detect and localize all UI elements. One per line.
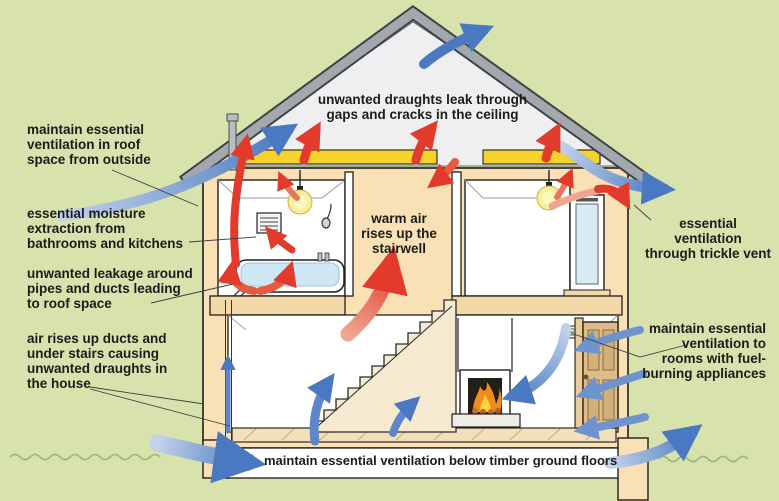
window: [563, 194, 611, 299]
blue-arrow-door-mid: [575, 370, 647, 400]
leader-pipes: [150, 283, 234, 304]
red-draught-arrows: [217, 120, 631, 342]
blue-arrow-floor-up-right: [389, 396, 421, 437]
roof: [178, 4, 652, 188]
blue-arrow-subfloor-in: [149, 431, 267, 484]
trickle-vent-icon: [576, 198, 598, 202]
blue-arrow-ridge-out: [419, 23, 495, 69]
label-roof-ventilation: maintain essential ventilation in roof s…: [27, 122, 151, 168]
leader-trickle: [633, 204, 652, 221]
leader-fuel: [570, 332, 687, 358]
label-trickle-vent: essential ventilation through trickle ve…: [645, 216, 772, 262]
blue-arrow-door-bottom: [573, 413, 649, 440]
red-arrow-to-grille: [265, 226, 296, 254]
bedroom: [464, 170, 571, 297]
red-arrow-duct-to-roof: [230, 133, 255, 268]
blue-arrow-to-fireplace: [501, 323, 571, 405]
red-arrow-bath-lamp: [277, 171, 300, 201]
fire-flames-icon: [472, 382, 502, 415]
label-warm-air-stairwell: warm air rises up the stairwell: [361, 211, 437, 257]
first-floor-slab: [209, 295, 623, 316]
blue-arrow-subfloor-out: [604, 424, 703, 469]
bath-taps-icon: [317, 252, 330, 262]
leader-roof-vent: [111, 169, 199, 207]
hearth: [451, 413, 521, 428]
red-streak-to-window: [548, 187, 602, 210]
label-fuel-burning: maintain essential ventilation to rooms …: [642, 321, 766, 382]
red-arrow-bath-right: [256, 260, 297, 295]
foundation-right: [617, 437, 649, 501]
label-ground-floor-vent: maintain essential ventilation below tim…: [264, 453, 618, 468]
red-arrow-trickle-vent: [594, 181, 631, 210]
red-arrow-bed-lamp: [554, 168, 574, 200]
blue-arrow-eaves-in: [56, 123, 299, 222]
red-arrow-stairwell: [340, 246, 408, 342]
shower-icon: [321, 203, 332, 229]
red-arrow-ceiling-leak-2: [409, 120, 438, 165]
red-arrow-ceiling-leak-3: [535, 122, 561, 163]
door-knob-icon: [583, 374, 589, 380]
blue-ventilation-arrows: [56, 23, 703, 484]
red-arrow-hatch-down: [427, 158, 459, 189]
blue-arrow-door-top: [573, 326, 644, 354]
label-duct-draughts: air rises up ducts and under stairs caus…: [27, 331, 168, 392]
label-moisture-extraction: essential moisture extraction from bathr…: [27, 206, 184, 252]
label-ceiling-draughts: unwanted draughts leak through gaps and …: [317, 92, 528, 123]
door: [574, 317, 619, 429]
red-arrow-bath-left: [217, 259, 258, 295]
red-arrow-ceiling-leak-1: [294, 121, 321, 165]
label-pipe-leakage: unwanted leakage around pipes and ducts …: [27, 266, 193, 312]
blue-arrow-floor-up-left: [307, 373, 335, 446]
fireplace: [451, 318, 521, 428]
blue-arrow-eave-right-out: [554, 140, 676, 205]
leader-moisture: [188, 236, 257, 243]
leader-ducts-b: [89, 388, 231, 427]
leader-ducts-a: [89, 386, 205, 405]
leader-lines: [89, 169, 687, 427]
grass-lines: [9, 453, 749, 463]
subfloor-strip: [227, 447, 621, 479]
